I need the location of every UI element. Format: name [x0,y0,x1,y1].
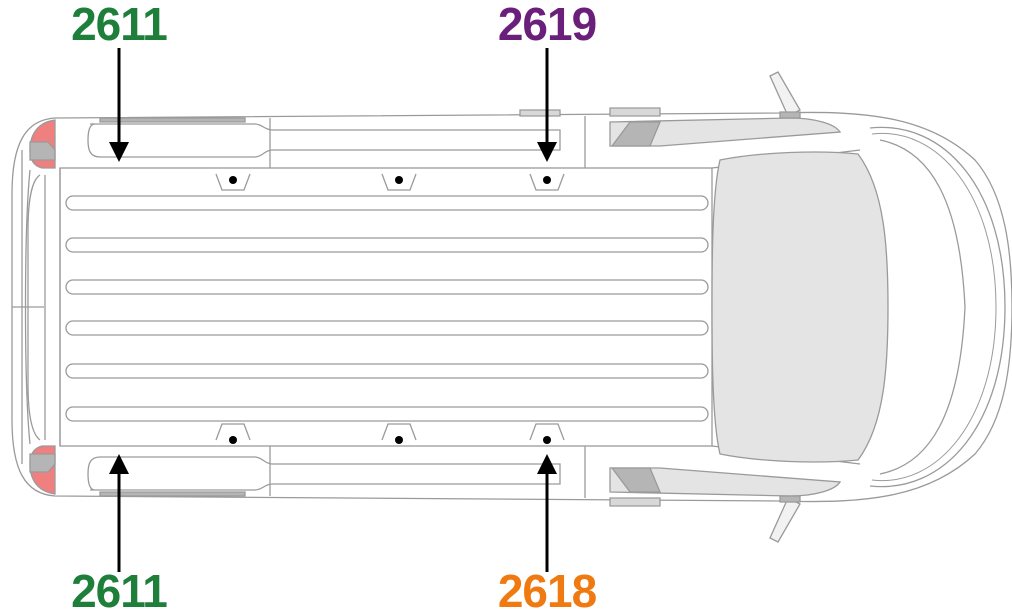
arrow-top-right [537,48,557,162]
mounting-points [215,173,565,444]
roof-rib [65,320,709,336]
roof-ribs [65,195,709,422]
mount-point [529,423,565,444]
roof-rib [65,237,709,253]
arrow-top-left [109,48,129,162]
arrow-bottom-right [537,454,557,572]
callout-arrows [109,48,557,572]
arrow-bottom-left [109,454,129,572]
callout-label-bottom-left: 2611 [71,565,167,614]
callout-label-top-left: 2611 [71,0,167,50]
mount-point [215,423,251,444]
mount-point [381,423,417,444]
mount-point [215,173,251,191]
callout-label-bottom-right: 2618 [498,565,597,614]
roof-rib [65,279,709,295]
van-body [11,71,1012,543]
roof-rib [65,406,709,422]
mount-point [381,173,417,191]
roof-rib [65,195,709,211]
callout-label-top-right: 2619 [498,0,596,50]
roof-rib [65,363,709,379]
mount-point [529,173,565,191]
